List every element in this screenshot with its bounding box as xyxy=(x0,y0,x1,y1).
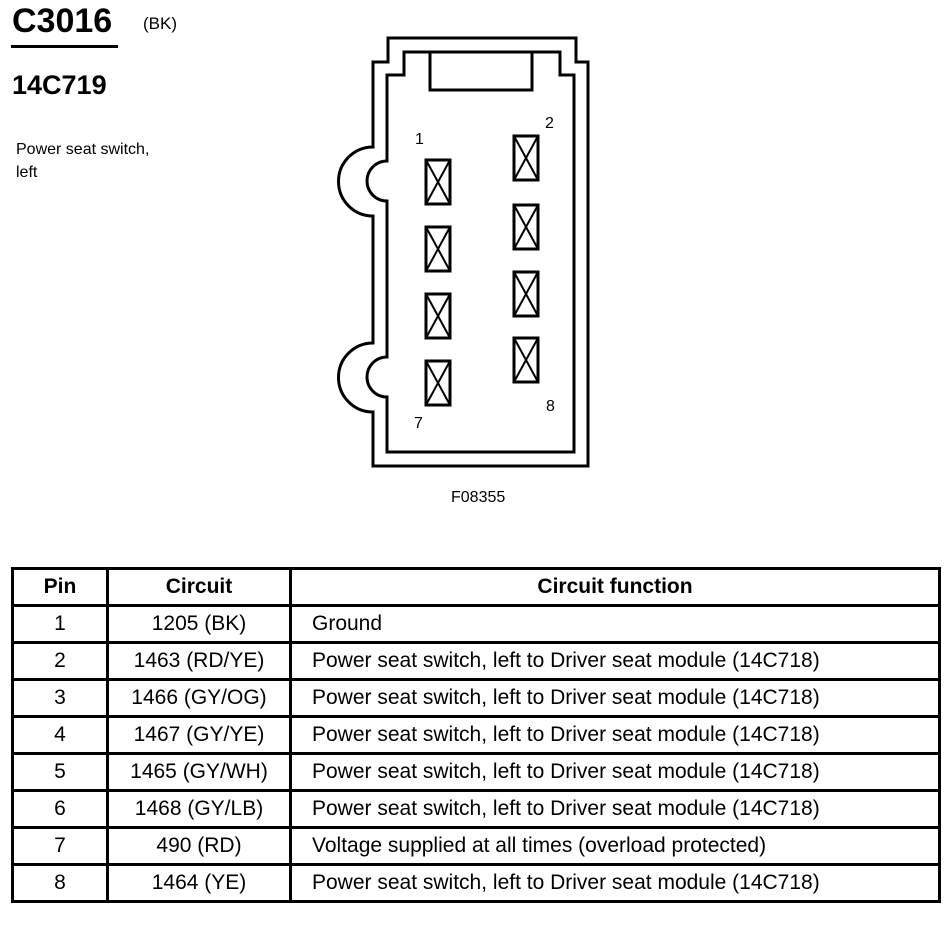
pinout-table: Pin Circuit Circuit function 1 1205 (BK)… xyxy=(11,567,941,903)
cell-pin: 5 xyxy=(11,752,109,792)
table-row: 2 1463 (RD/YE) Power seat switch, left t… xyxy=(11,641,941,681)
cell-function: Power seat switch, left to Driver seat m… xyxy=(289,715,941,755)
pin-cavity-4 xyxy=(512,203,540,251)
cell-function: Power seat switch, left to Driver seat m… xyxy=(289,863,941,903)
cell-pin: 7 xyxy=(11,826,109,866)
pin-cavity-3 xyxy=(424,225,452,273)
table-row: 5 1465 (GY/WH) Power seat switch, left t… xyxy=(11,752,941,792)
table-row: 1 1205 (BK) Ground xyxy=(11,604,941,644)
pin-cavity-7 xyxy=(424,359,452,407)
pin-cavity-2 xyxy=(512,134,540,182)
pin-label-1: 1 xyxy=(415,131,424,148)
description-line-1: Power seat switch, xyxy=(16,141,150,158)
table-header-row: Pin Circuit Circuit function xyxy=(11,567,941,607)
cell-function: Voltage supplied at all times (overload … xyxy=(289,826,941,866)
header-circuit-function: Circuit function xyxy=(289,567,941,607)
figure-id: F08355 xyxy=(451,489,506,506)
cell-circuit: 1466 (GY/OG) xyxy=(106,678,292,718)
cell-circuit: 1205 (BK) xyxy=(106,604,292,644)
pin-cavities xyxy=(424,134,540,407)
pin-label-8: 8 xyxy=(546,398,555,415)
table-row: 3 1466 (GY/OG) Power seat switch, left t… xyxy=(11,678,941,718)
cell-function: Power seat switch, left to Driver seat m… xyxy=(289,752,941,792)
connector-color: (BK) xyxy=(143,14,177,33)
table-row: 6 1468 (GY/LB) Power seat switch, left t… xyxy=(11,789,941,829)
pin-cavity-5 xyxy=(424,292,452,340)
cell-function: Power seat switch, left to Driver seat m… xyxy=(289,678,941,718)
cell-circuit: 1467 (GY/YE) xyxy=(106,715,292,755)
connector-description: Power seat switch, left xyxy=(16,138,186,184)
cell-circuit: 1464 (YE) xyxy=(106,863,292,903)
table-row: 4 1467 (GY/YE) Power seat switch, left t… xyxy=(11,715,941,755)
pin-cavity-1 xyxy=(424,158,452,206)
cell-pin: 6 xyxy=(11,789,109,829)
cell-function: Power seat switch, left to Driver seat m… xyxy=(289,789,941,829)
cell-circuit: 490 (RD) xyxy=(106,826,292,866)
pin-label-2: 2 xyxy=(545,115,554,132)
connector-housing xyxy=(337,36,590,468)
header-circuit: Circuit xyxy=(106,567,292,607)
pin-label-7: 7 xyxy=(414,415,423,432)
connector-id-underline xyxy=(11,45,118,48)
cell-circuit: 1463 (RD/YE) xyxy=(106,641,292,681)
cell-circuit: 1465 (GY/WH) xyxy=(106,752,292,792)
cell-pin: 4 xyxy=(11,715,109,755)
connector-id: C3016 xyxy=(12,2,113,40)
connector-face-diagram: 1 2 7 8 xyxy=(337,36,590,468)
description-line-2: left xyxy=(16,164,38,181)
part-number: 14C719 xyxy=(12,70,107,100)
pin-cavity-6 xyxy=(512,270,540,318)
header-pin: Pin xyxy=(11,567,109,607)
pin-cavity-8 xyxy=(512,336,540,384)
cell-circuit: 1468 (GY/LB) xyxy=(106,789,292,829)
table-row: 7 490 (RD) Voltage supplied at all times… xyxy=(11,826,941,866)
cell-function: Power seat switch, left to Driver seat m… xyxy=(289,641,941,681)
table-row: 8 1464 (YE) Power seat switch, left to D… xyxy=(11,863,941,903)
cell-pin: 1 xyxy=(11,604,109,644)
cell-function: Ground xyxy=(289,604,941,644)
cell-pin: 2 xyxy=(11,641,109,681)
cell-pin: 8 xyxy=(11,863,109,903)
cell-pin: 3 xyxy=(11,678,109,718)
